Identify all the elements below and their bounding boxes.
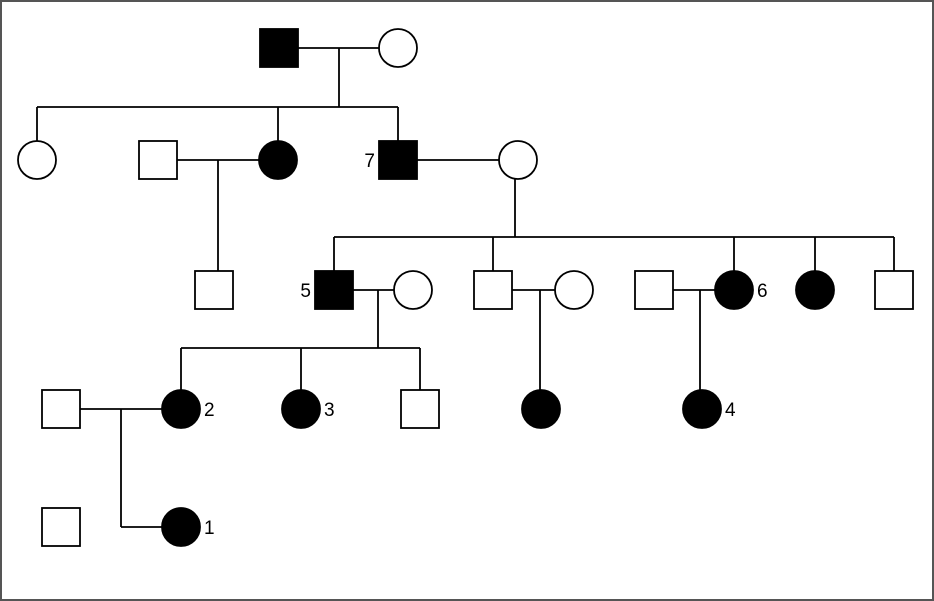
unaffected-male-square [41,507,81,547]
individual-label-2: 2 [204,400,215,421]
individual-labels: 7 5 6 2 3 4 1 [204,151,768,539]
affected-female-circle [682,389,722,429]
individual-label-3: 3 [324,400,335,421]
individual-label-7: 7 [364,151,375,172]
unaffected-male-square [41,389,81,429]
unaffected-male-square [400,389,440,429]
affected-male-square [314,270,354,310]
affected-female-circle [161,507,201,547]
individual-label-1: 1 [204,518,215,539]
unaffected-male-square [874,270,914,310]
individual-symbols [17,28,914,547]
unaffected-male-square [634,270,674,310]
individual-label-4: 4 [725,400,736,421]
affected-female-circle [795,270,835,310]
affected-male-square [378,140,418,180]
unaffected-female-circle [554,270,594,310]
individual-label-5: 5 [300,281,311,302]
affected-female-circle [281,389,321,429]
individual-label-6: 6 [757,281,768,302]
unaffected-female-circle [17,140,57,180]
unaffected-male-square [473,270,513,310]
affected-female-circle [714,270,754,310]
affected-female-circle [161,389,201,429]
unaffected-female-circle [393,270,433,310]
unaffected-male-square [194,270,234,310]
unaffected-female-circle [498,140,538,180]
affected-female-circle [258,140,298,180]
unaffected-female-circle [378,28,418,68]
affected-male-square [259,28,299,68]
unaffected-male-square [138,140,178,180]
affected-female-circle [521,389,561,429]
